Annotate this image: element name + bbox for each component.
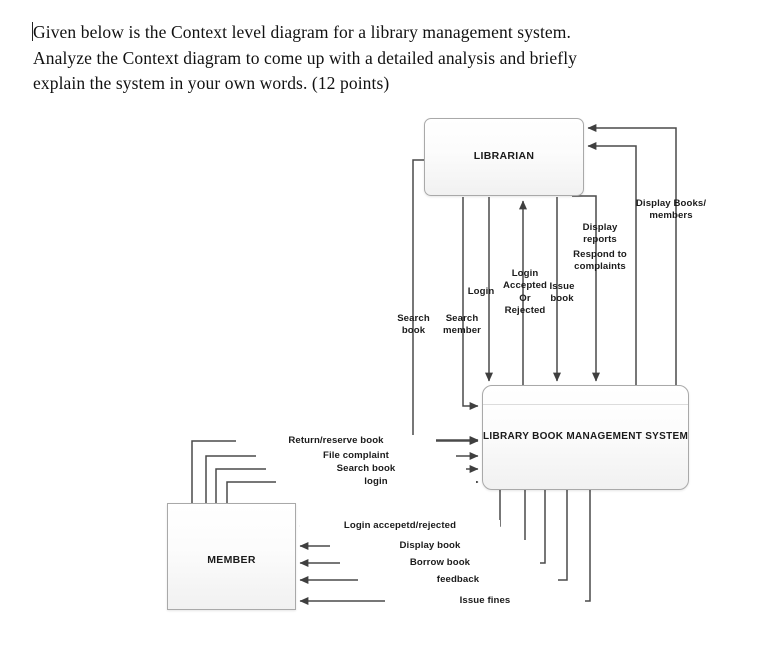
system-divider	[483, 404, 688, 405]
flow-label-respond-complaints: Respond to complaints	[573, 249, 627, 273]
flow-line-search-book	[412, 159, 479, 444]
prompt-line-3: explain the system in your own words. (1…	[33, 73, 390, 93]
prompt-line-2: Analyze the Context diagram to come up w…	[33, 47, 578, 68]
flow-label-display-book: Display book	[330, 540, 530, 553]
flow-label-display-reports: Display reports	[582, 222, 618, 246]
prompt-line-1: Given below is the Context level diagram…	[33, 22, 571, 42]
entity-librarian-label: LIBRARIAN	[473, 150, 535, 162]
flow-label-login-accepted-rejected: Login accepetd/rejected	[300, 520, 500, 533]
flow-label-login-librarian: Login	[467, 286, 495, 297]
flow-label-search-book: Search book	[397, 313, 430, 337]
entity-member[interactable]: MEMBER	[167, 503, 296, 610]
entity-librarian[interactable]: LIBRARIAN	[424, 118, 584, 196]
flow-label-login-accepted: Login Accepted Or Rejected	[503, 268, 547, 317]
flow-label-feedback: feedback	[358, 574, 558, 587]
flow-label-file-complaint: File complaint	[256, 450, 456, 463]
flow-label-member-login: login	[276, 476, 476, 489]
flow-line-display-books	[587, 124, 677, 385]
flow-label-borrow-book: Borrow book	[340, 557, 540, 570]
flow-label-member-search-book: Search book	[266, 463, 466, 476]
flow-line-respond-complaints	[572, 195, 600, 382]
entity-system-label: LIBRARY BOOK MANAGEMENT SYSTEM	[483, 431, 689, 442]
entity-library-book-management-system[interactable]: LIBRARY BOOK MANAGEMENT SYSTEM	[482, 385, 689, 490]
flow-label-display-books: Display Books/ members	[635, 198, 707, 222]
flow-line-search-member	[462, 197, 479, 410]
flow-label-issue-book: Issue book	[549, 281, 575, 305]
flow-label-return-reserve-book: Return/reserve book	[236, 435, 436, 448]
text-caret	[32, 22, 33, 41]
flow-label-issue-fines: Issue fines	[385, 595, 585, 608]
flow-line-display-book	[299, 490, 526, 550]
question-prompt: Given below is the Context level diagram…	[33, 20, 673, 97]
flow-line-display-reports	[587, 142, 637, 385]
flow-label-search-member: Search member	[443, 313, 481, 337]
entity-member-label: MEMBER	[207, 554, 256, 566]
